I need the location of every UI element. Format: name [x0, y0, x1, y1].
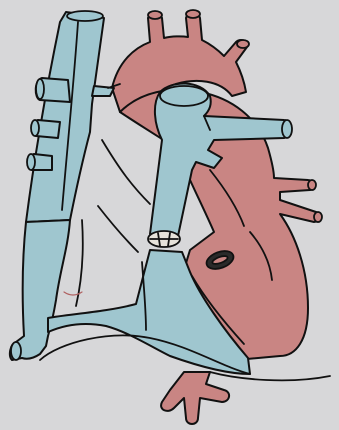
aorta-branch-opening-1 [148, 11, 162, 19]
pa-right-opening [282, 120, 292, 138]
aorta-branch-opening-2 [186, 10, 200, 18]
pa-trunk-top [160, 86, 208, 106]
rpv-opening-2 [31, 120, 39, 136]
svc-opening [67, 11, 103, 21]
pa-left-opening [36, 79, 44, 99]
aorta-branch-opening-3 [237, 40, 249, 48]
ivc-opening [11, 342, 21, 360]
rpv-opening-3 [27, 154, 35, 170]
pv-opening-2 [314, 212, 322, 222]
pv-opening-1 [308, 180, 316, 190]
